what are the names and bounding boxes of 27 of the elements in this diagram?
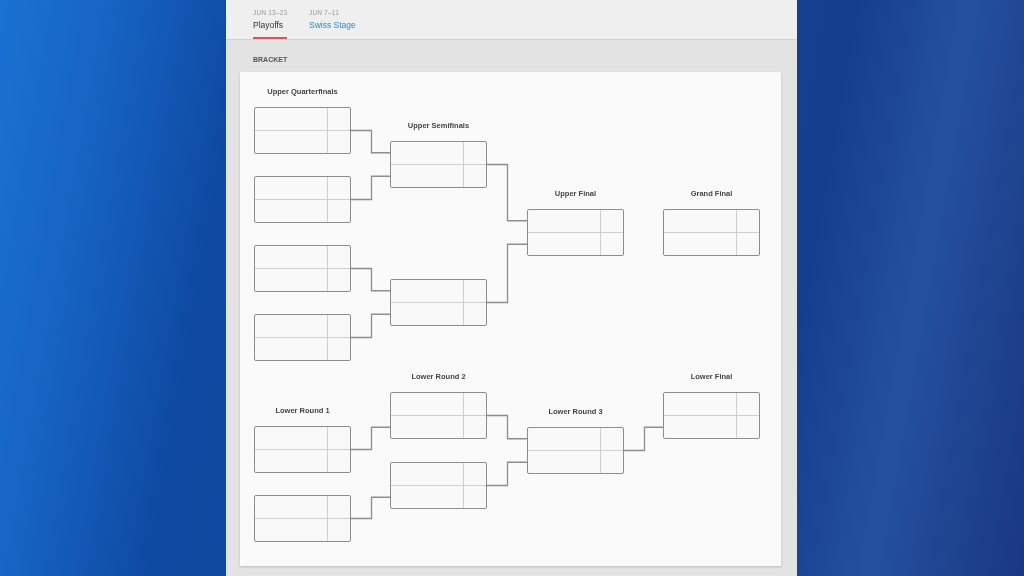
match-box: [390, 392, 487, 439]
match-box: [254, 314, 351, 361]
match-box: [527, 427, 624, 474]
match-box: [390, 279, 487, 326]
connector-line: [486, 414, 528, 440]
connector-line: [486, 163, 528, 222]
tab-link: Swiss Stage: [309, 20, 356, 30]
match-box: [663, 392, 760, 439]
match-box: [390, 141, 487, 188]
connector-line: [350, 313, 391, 339]
match-box: [254, 176, 351, 223]
connector-line: [486, 243, 528, 304]
connector-line: [350, 426, 391, 451]
match-box: [254, 426, 351, 473]
connector-line: [350, 175, 391, 201]
connector-line: [486, 461, 528, 487]
match-box: [390, 462, 487, 509]
match-box: [527, 209, 624, 256]
connector-line: [350, 267, 391, 292]
connector-line: [350, 496, 391, 520]
match-box: [254, 495, 351, 542]
selected-tab: Playoffs: [253, 20, 288, 39]
connector-line: [623, 426, 664, 452]
match-box: [254, 107, 351, 154]
connector-line: [350, 129, 391, 154]
match-box: [254, 245, 351, 292]
match-box: [663, 209, 760, 256]
